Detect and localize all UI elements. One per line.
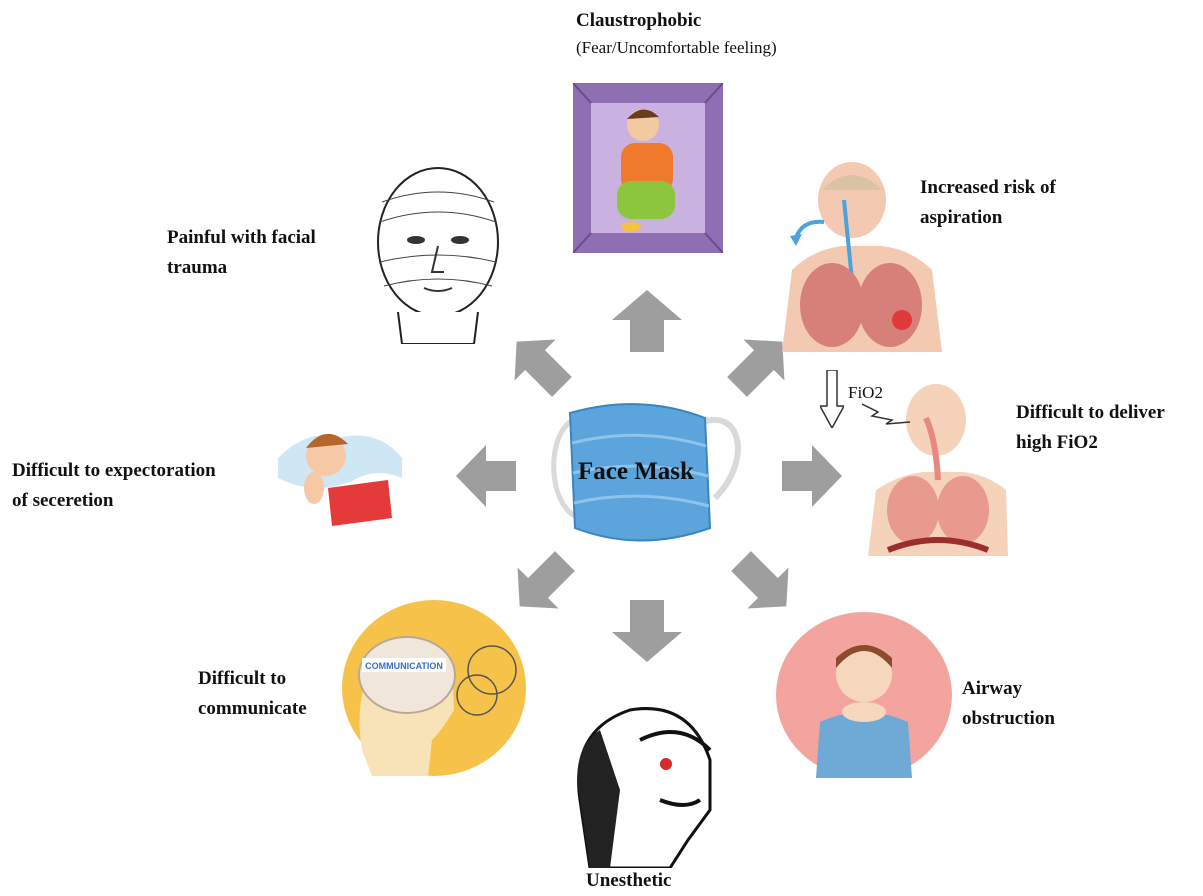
expectoration-line2: of seceretion [12,486,216,516]
zigzag-airflow-icon [862,402,912,426]
arrow-down-right [728,548,798,618]
claustrophobic-person-icon [573,83,723,253]
expectoration-label: Difficult to expectoration of seceretion [12,456,216,516]
unesthetic-label: Unesthetic [586,866,671,896]
line-drawn-face-icon [358,162,518,344]
arrow-down [612,600,682,662]
aspiration-lungs-icon [782,160,942,352]
claustrophobic-subtitle: (Fear/Uncomfortable feeling) [576,36,777,60]
airway-label: Airway obstruction [962,674,1055,734]
unesthetic-head-icon [560,690,720,868]
unesthetic-title: Unesthetic [586,866,671,896]
communication-brain-icon: COMMUNICATION [342,600,526,776]
fio2-line1: Difficult to deliver [1016,398,1165,428]
fio2-label: Difficult to deliver high FiO2 [1016,398,1165,458]
arrow-right [782,445,842,507]
claustrophobic-label: Claustrophobic (Fear/Uncomfortable feeli… [576,6,777,60]
svg-text:COMMUNICATION: COMMUNICATION [365,661,443,671]
claustrophobic-title: Claustrophobic [576,6,777,36]
communicate-line2: communicate [198,694,307,724]
airway-obstruction-icon [776,612,952,778]
airway-line2: obstruction [962,704,1055,734]
facial-label: Painful with facial trauma [167,223,316,283]
arrow-left [456,445,516,507]
communicate-line1: Difficult to [198,664,307,694]
airway-line1: Airway [962,674,1055,704]
face-mask-title: Face Mask [578,458,694,486]
communicate-label: Difficult to communicate [198,664,307,724]
fio2-tag: FiO2 [848,383,883,403]
arrow-up [612,290,682,352]
fio2-down-arrow-icon [820,370,844,428]
fio2-line2: high FiO2 [1016,428,1165,458]
facial-line1: Painful with facial [167,223,316,253]
coughing-person-icon [278,418,402,530]
expectoration-line1: Difficult to expectoration [12,456,216,486]
facial-line2: trauma [167,253,316,283]
